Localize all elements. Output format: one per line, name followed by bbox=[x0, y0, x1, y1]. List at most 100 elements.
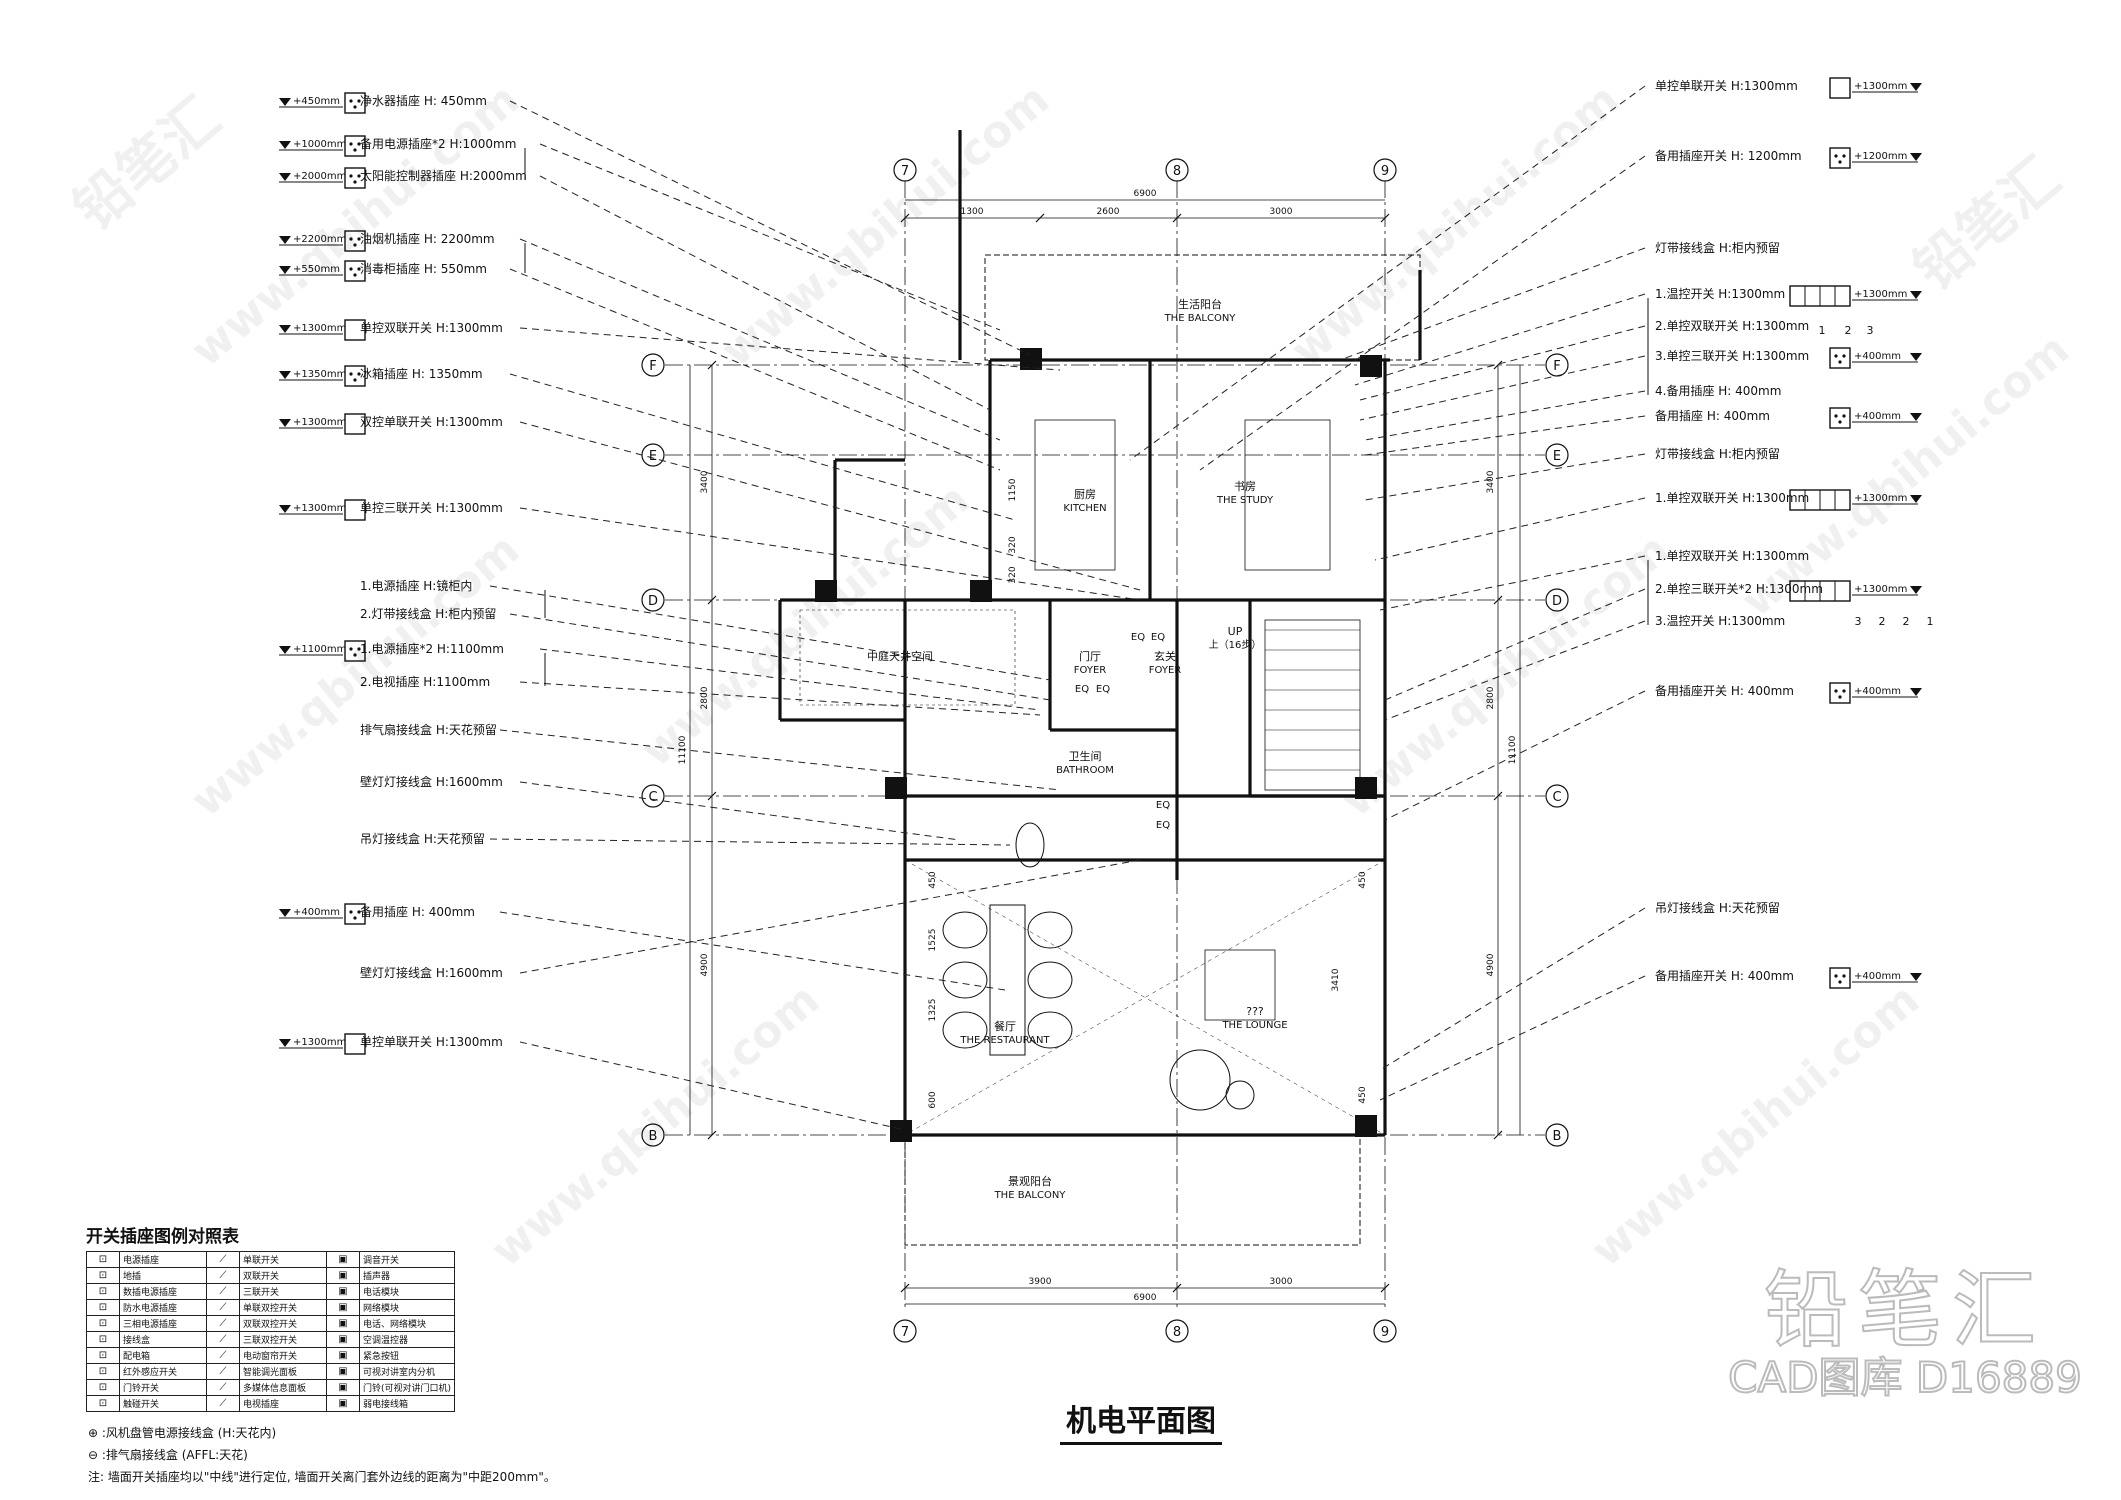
grid-col-label: 8 bbox=[1173, 1325, 1181, 1340]
elevation-triangle-icon bbox=[1910, 586, 1922, 594]
grid-bubble bbox=[1545, 784, 1569, 808]
dim-tick bbox=[707, 791, 717, 801]
dim-left: 2800 bbox=[700, 686, 710, 709]
leader-line bbox=[489, 585, 1051, 681]
legend-symbol-icon: ⟋ bbox=[206, 1283, 240, 1300]
dim-small: 1150 bbox=[1008, 478, 1018, 501]
dim-tick bbox=[900, 213, 910, 223]
legend-symbol-icon: ▣ bbox=[326, 1331, 360, 1348]
leader-line bbox=[1384, 620, 1646, 721]
grid-col-label: 9 bbox=[1381, 1325, 1389, 1340]
structural-column bbox=[1020, 348, 1042, 370]
legend-label: 地插 bbox=[119, 1267, 207, 1284]
left-callout-label: 备用电源插座*2 H:1000mm bbox=[360, 136, 516, 151]
legend-label: 电视插座 bbox=[239, 1395, 327, 1412]
height-tag: +1300mm bbox=[293, 1037, 346, 1048]
leader-line bbox=[1359, 355, 1646, 421]
legend-row: ⊡防水电源插座⟋单联双控开关▣网络模块 bbox=[86, 1299, 456, 1316]
dim-tick bbox=[707, 1130, 717, 1140]
leader-line bbox=[509, 268, 1001, 471]
legend-label: 双联开关 bbox=[239, 1267, 327, 1284]
socket-icon bbox=[344, 260, 366, 282]
right-callout-label: 备用插座开关 H: 1200mm bbox=[1655, 148, 1802, 163]
leader-line bbox=[519, 507, 1141, 601]
legend-label: 配电箱 bbox=[119, 1347, 207, 1364]
right-callout-label: 吊灯接线盒 H:天花预留 bbox=[1655, 900, 1780, 915]
legend-label: 智能调光面板 bbox=[239, 1363, 327, 1380]
room-name: 玄关 bbox=[1154, 649, 1176, 663]
elevation-triangle-icon bbox=[279, 909, 291, 917]
legend-label: 电话模块 bbox=[358, 1283, 456, 1300]
legend-label: 门铃(可视对讲门口机) bbox=[358, 1379, 456, 1396]
left-callout-label: 太阳能控制器插座 H:2000mm bbox=[360, 168, 527, 183]
socket-icon bbox=[344, 92, 366, 114]
legend-symbol-icon: ▣ bbox=[326, 1251, 360, 1268]
height-tag: +1300mm bbox=[293, 503, 346, 514]
height-tag: +1000mm bbox=[293, 139, 346, 150]
socket-pin bbox=[1834, 974, 1838, 978]
legend-symbol-icon: ⟋ bbox=[206, 1315, 240, 1332]
dim-tick bbox=[707, 360, 717, 370]
socket-pin bbox=[349, 142, 353, 146]
grid-bubble bbox=[1545, 588, 1569, 612]
legend-symbol-icon: ▣ bbox=[326, 1395, 360, 1412]
legend-symbol-icon: ⊡ bbox=[86, 1267, 120, 1284]
room-name-en: 上（16步） bbox=[1209, 639, 1262, 651]
leader-line bbox=[519, 1041, 906, 1131]
leader-line bbox=[1379, 555, 1646, 611]
socket-pin bbox=[1834, 414, 1838, 418]
legend-label: 三联双控开关 bbox=[239, 1331, 327, 1348]
legend-symbol-icon: ⊡ bbox=[86, 1363, 120, 1380]
dining-chair bbox=[1027, 961, 1073, 999]
right-callout-label: 灯带接线盒 H:柜内预留 bbox=[1655, 446, 1780, 461]
socket-pin bbox=[357, 910, 361, 914]
height-tag: +550mm bbox=[293, 264, 340, 275]
structural-column bbox=[970, 580, 992, 602]
exhaust-box-icon: ⊖ bbox=[88, 1448, 102, 1462]
room-name-en: FOYER bbox=[1149, 665, 1182, 676]
left-callout-label: 吊灯接线盒 H:天花预留 bbox=[360, 831, 485, 846]
socket-pin bbox=[1842, 154, 1846, 158]
legend-label: 触碰开关 bbox=[119, 1395, 207, 1412]
grid-bubble bbox=[641, 784, 665, 808]
dim-tick bbox=[1380, 1283, 1390, 1293]
dim-tick bbox=[1172, 213, 1182, 223]
height-tag: +1200mm bbox=[1854, 151, 1907, 162]
room-name-en: THE RESTAURANT bbox=[959, 1035, 1050, 1046]
dim-small: 450 bbox=[928, 871, 938, 888]
socket-pin bbox=[353, 653, 357, 657]
legend-label: 防水电源插座 bbox=[119, 1299, 207, 1316]
dim-small: 450 bbox=[1358, 871, 1368, 888]
leader-lines-layer bbox=[489, 85, 1646, 1131]
dim-right: 4900 bbox=[1486, 953, 1496, 976]
legend-symbol-icon: ⟋ bbox=[206, 1251, 240, 1268]
legend-symbol-icon: ⊡ bbox=[86, 1299, 120, 1316]
right-callout-label: 4.备用插座 H: 400mm bbox=[1655, 383, 1781, 398]
legend-row: ⊡门铃开关⟋多媒体信息面板▣门铃(可视对讲门口机) bbox=[86, 1379, 456, 1396]
dining-chair bbox=[942, 911, 988, 949]
socket-icon bbox=[1829, 967, 1851, 989]
legend-grid: ⊡电源插座⟋单联开关▣调音开关⊡地插⟋双联开关▣插声器⊡数插电源插座⟋三联开关▣… bbox=[86, 1251, 456, 1412]
dim-tick bbox=[900, 1283, 910, 1293]
dim-tick bbox=[707, 595, 717, 605]
room-name: 生活阳台 bbox=[1178, 297, 1222, 311]
left-callout-label: 单控单联开关 H:1300mm bbox=[360, 1035, 503, 1049]
dim-small: 320 bbox=[1008, 536, 1018, 553]
socket-pin bbox=[349, 267, 353, 271]
leader-line bbox=[1374, 497, 1646, 561]
elevation-triangle-icon bbox=[1910, 973, 1922, 981]
right-callout-label: 备用插座开关 H: 400mm bbox=[1655, 683, 1794, 698]
socket-pin bbox=[1834, 354, 1838, 358]
leader-line bbox=[519, 781, 961, 841]
dim-tick bbox=[1493, 1130, 1503, 1140]
room-name: 卫生间 bbox=[1069, 749, 1102, 763]
grid-row-label: D bbox=[648, 594, 658, 609]
left-callout-label: 2.电视插座 H:1100mm bbox=[360, 674, 490, 689]
watermark-logo: 铅笔汇 CAD图库 D16889 bbox=[1705, 1264, 2105, 1402]
room-name: UP bbox=[1228, 625, 1243, 638]
leader-line bbox=[539, 648, 1041, 711]
dim-right: 3400 bbox=[1486, 470, 1496, 493]
height-tag: +2200mm bbox=[293, 234, 346, 245]
socket-pin bbox=[353, 273, 357, 277]
